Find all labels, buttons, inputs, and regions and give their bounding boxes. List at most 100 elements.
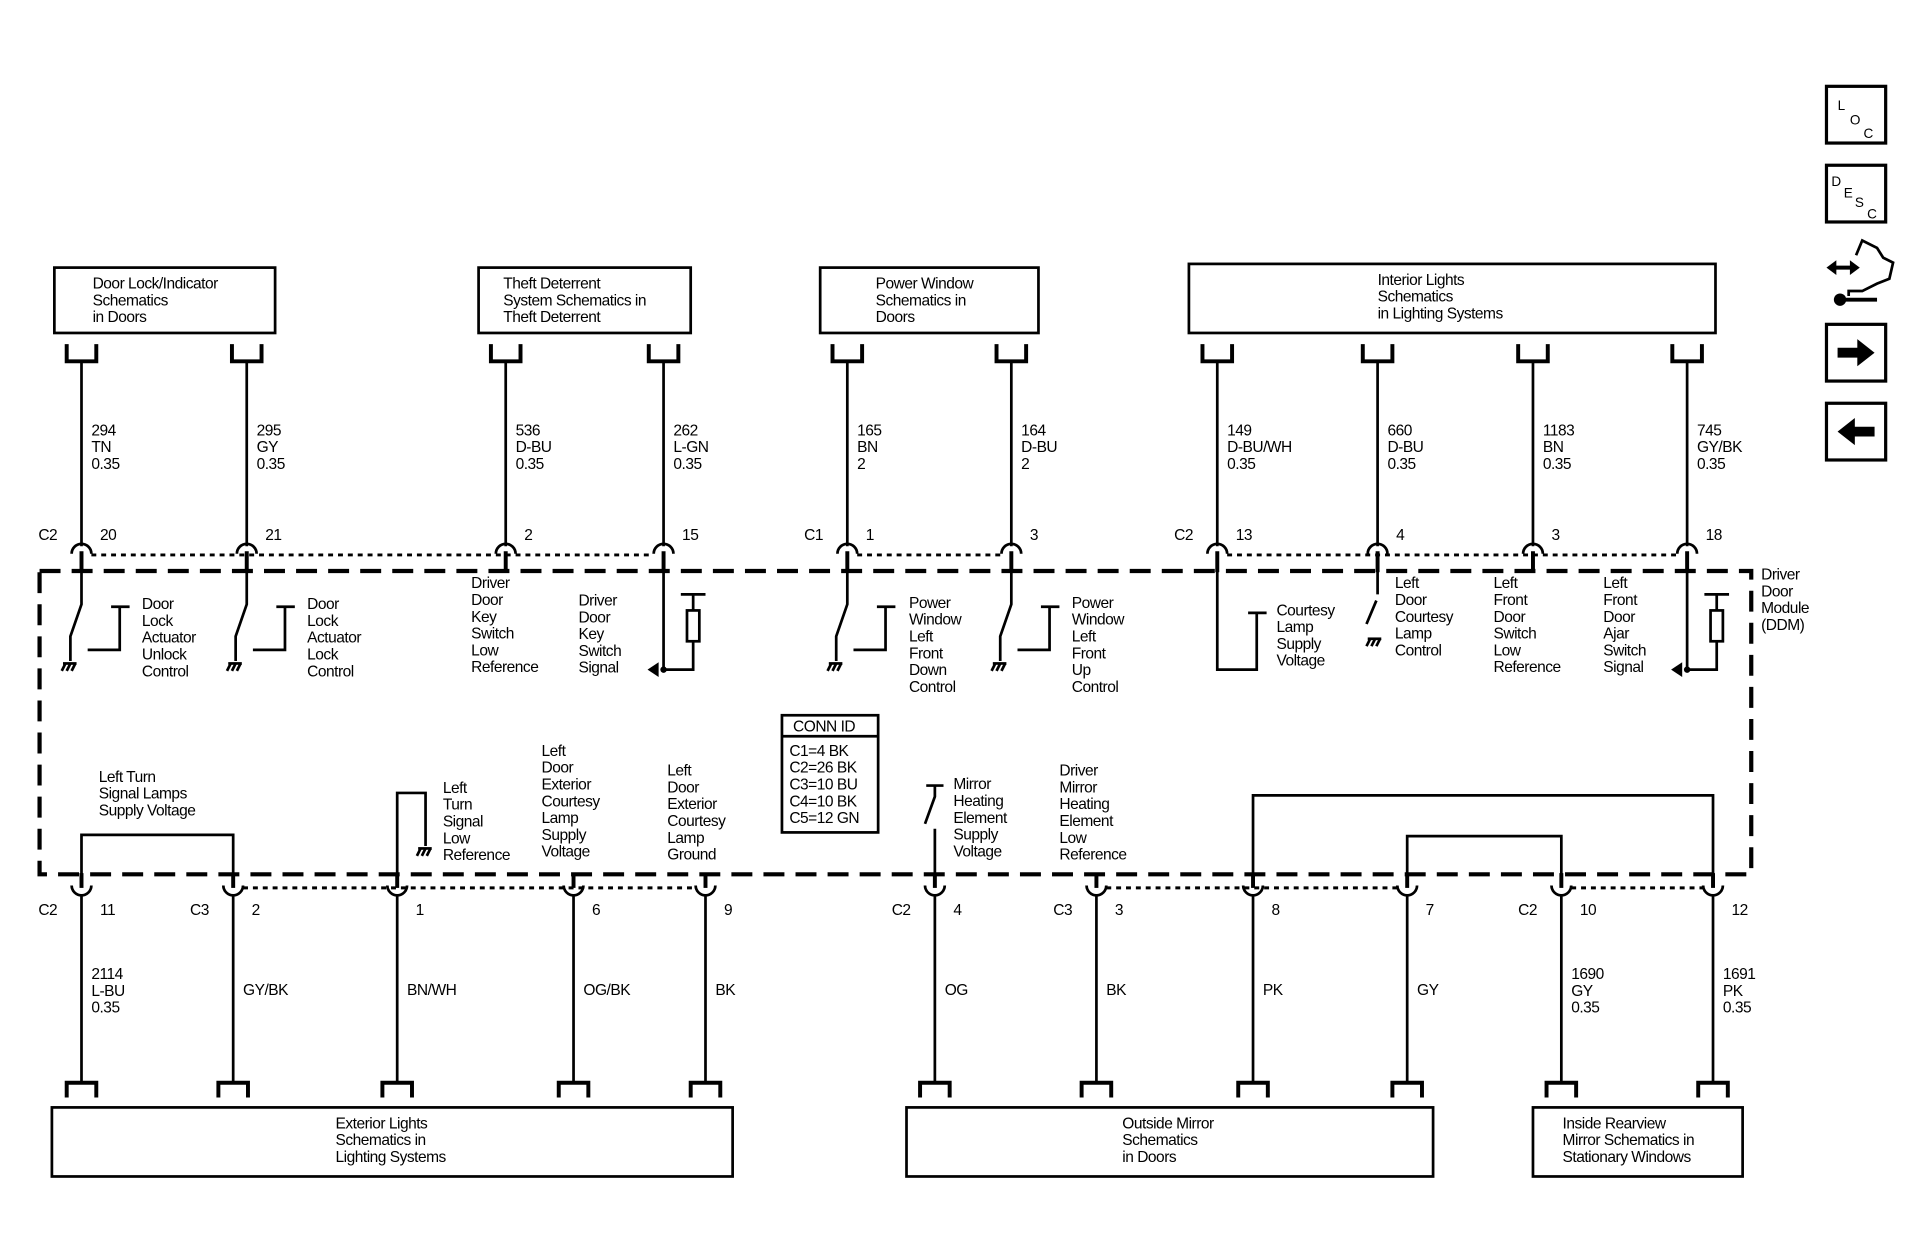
component-label-line: Left Turn	[99, 769, 156, 786]
pin-connector	[1366, 542, 1389, 554]
terminal-connector	[1390, 1080, 1424, 1098]
component-label-line: Switch	[471, 626, 514, 643]
component-label-line: Left	[443, 780, 468, 797]
module-label-line: Module	[1761, 600, 1809, 617]
component-label-line: Up	[1072, 662, 1091, 679]
switch-contact	[234, 570, 249, 661]
component-label-line: Element	[1059, 813, 1114, 830]
wire-label: 1690	[1571, 966, 1604, 983]
pin-connector	[1521, 542, 1545, 554]
wire-label: 1691	[1723, 966, 1756, 983]
component-label-line: Signal	[1603, 659, 1643, 676]
wire-bottom[interactable]: OG/BK6	[556, 873, 632, 1098]
pin-number: 3	[1030, 527, 1038, 544]
jumper-line	[1251, 794, 1715, 875]
arrow-left-icon	[647, 662, 659, 678]
connector-repair-wrench-icon[interactable]	[1826, 238, 1895, 306]
box-border	[50, 1106, 734, 1178]
component-label-line: Lock	[307, 647, 339, 664]
box-label-line: Schematics	[93, 292, 169, 309]
component-label-line: Supply	[953, 827, 998, 844]
courtesy-lamp-supply	[1215, 570, 1267, 671]
box-label-line: Schematics in	[876, 292, 966, 309]
driver-door-module-outline	[37, 568, 1754, 877]
desc-icon[interactable]: DESC	[1824, 163, 1888, 224]
courtesy-lamp-control-switch	[1365, 570, 1382, 647]
wire-label: L-BU	[91, 983, 125, 1000]
arrow-left-icon[interactable]	[1824, 401, 1888, 462]
box-label-line: in Doors	[1122, 1149, 1177, 1166]
component-label-line: Courtesy	[667, 813, 726, 830]
wire-label: 0.35	[91, 1000, 119, 1017]
wire-bottom[interactable]: PK8	[1236, 873, 1284, 1098]
connector-name: C2	[1518, 902, 1537, 919]
component-label-line: Down	[909, 662, 947, 679]
component-label-line: Turn	[443, 797, 472, 814]
pin-number: 13	[1236, 527, 1252, 544]
arrow-right-icon[interactable]	[1824, 322, 1888, 383]
component-label-line: Lock	[307, 613, 339, 630]
component-label-line: Front	[1494, 592, 1529, 609]
component-label-line: Driver	[1059, 763, 1098, 780]
wire-bottom[interactable]: BN/WH1	[380, 873, 457, 1098]
component-label-line: Control	[1395, 642, 1442, 659]
conn-id-row: C5=12 GN	[789, 810, 859, 827]
terminal-connector	[556, 1080, 591, 1098]
box-border	[53, 266, 277, 335]
component-label-line: Low	[1059, 830, 1087, 847]
component-label-line: Actuator	[307, 630, 361, 647]
box-label-line: Power Window	[876, 276, 975, 293]
wire-label: PK	[1723, 983, 1744, 1000]
pin-connector	[70, 542, 93, 554]
resistor-icon	[1709, 609, 1725, 643]
pin-connector	[235, 542, 258, 554]
component-label-line: Door	[578, 609, 610, 626]
wire-label: OG	[945, 982, 968, 999]
wire-label: 0.35	[1723, 1000, 1751, 1017]
ground-icon	[225, 662, 242, 672]
ground-icon	[1365, 637, 1382, 647]
component-label-line: Window	[909, 612, 963, 629]
wire-bottom[interactable]: GY7	[1390, 873, 1440, 1098]
pin-number: 18	[1706, 527, 1722, 544]
loc-icon[interactable]: LOC	[1824, 84, 1888, 145]
ground-icon	[415, 847, 432, 857]
terminal-connector	[64, 1080, 99, 1098]
component-label-line: Low	[1494, 642, 1522, 659]
pin-number: 10	[1580, 902, 1597, 919]
wire-bottom[interactable]: BK9	[688, 873, 737, 1098]
component-label-line: Door	[1603, 609, 1635, 626]
switch-contact	[1365, 570, 1379, 625]
component-label-line: Voltage	[541, 844, 589, 861]
terminal-connector	[1696, 1080, 1730, 1098]
component-label-line: Courtesy	[1395, 609, 1454, 626]
box-border	[477, 266, 693, 335]
